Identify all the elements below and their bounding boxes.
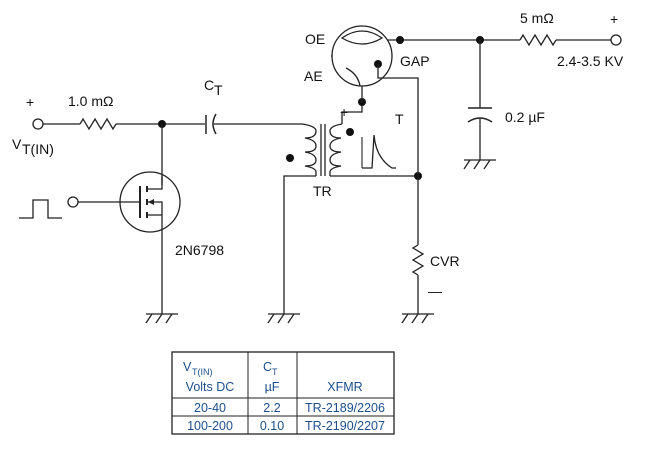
input-terminal [32,118,44,130]
table-header-ct-sub: T [272,367,278,377]
wire-secondary-top [341,102,363,124]
ct-label-main: C [204,77,214,93]
table-row-2-xfmr: TR-2190/2207 [305,419,385,433]
mosfet-2n6798 [119,171,181,233]
ae-label: AE [304,68,323,84]
hv-range-label: 2.4-3.5 KV [557,53,624,69]
vt-sub: T(IN) [22,141,54,157]
hv-resistor-label: 5 mΩ [520,10,554,26]
gap-label: GAP [400,53,430,69]
vt-main: V [12,136,22,152]
fet-label: 2N6798 [175,242,224,258]
table-row-2-vt: 100-200 [187,419,233,433]
input-voltage-label: V T(IN) [12,136,54,157]
table-header-ct-main: C [263,360,272,374]
wire-primary-ground [283,175,316,314]
cvr-minus-label: — [428,283,442,299]
table-row-1-vt: 20-40 [194,401,226,415]
primary-phase-dot [286,154,294,162]
pulse-waveform-icon [19,199,62,219]
transformer-primary [301,123,317,176]
hv-plus-label: + [610,11,618,27]
input-plus-label: + [26,94,34,110]
oe-label: OE [305,31,325,47]
hv-terminal [610,34,622,46]
secondary-phase-dot [346,128,354,136]
t-label: T [395,111,404,127]
table-header-vt-unit: Volts DC [186,380,235,394]
ground-fet [145,313,178,324]
input-resistor [79,117,117,131]
table-row-2-ct: 0.10 [260,419,284,433]
capacitor-ct [205,113,217,135]
trigger-pulse-icon [362,134,396,169]
ground-cvr [401,313,434,324]
table-header-vt-main: V [183,360,192,374]
table-row-1-ct: 2.2 [263,401,280,415]
table-row-1-xfmr: TR-2189/2206 [305,401,385,415]
cap-label: 0.2 µF [505,109,545,125]
spark-gap [331,25,393,87]
tr-label: TR [313,183,332,199]
input-resistor-label: 1.0 mΩ [68,93,113,109]
ct-label-sub: T [214,82,223,98]
cvr-resistor [411,244,425,276]
gate-terminal [67,196,79,208]
cvr-label: CVR [430,253,460,269]
component-table: V T(IN) Volts DC C T µF XFMR 20-40 2.2 T… [171,351,395,435]
transformer-secondary [329,123,343,176]
wire-gap-to-cvr [377,64,419,245]
table-header-vt-sub: T(IN) [192,367,213,377]
ground-primary [267,313,300,324]
junction-gap [396,36,404,44]
table-header-xfmr: XFMR [327,380,362,394]
hv-resistor [519,33,557,47]
table-header-ct-unit: µF [265,380,280,394]
ground-cap [463,159,496,170]
